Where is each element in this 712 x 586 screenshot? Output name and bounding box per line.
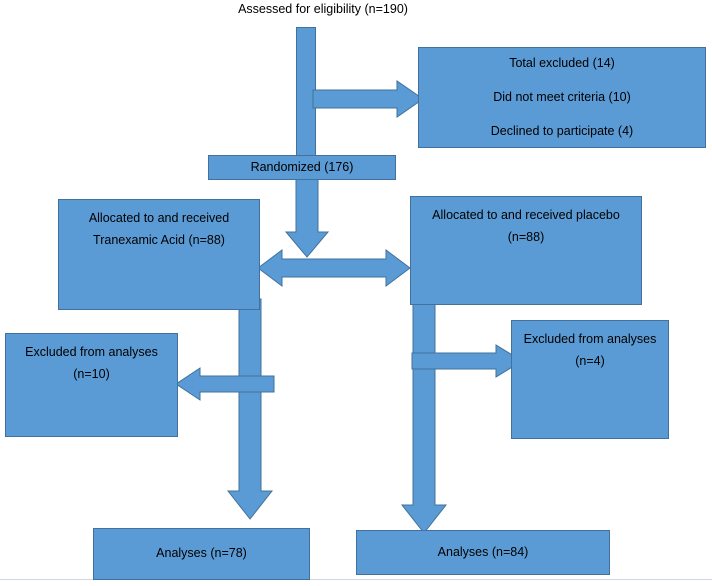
node-allocated-treatment[interactable]: Allocated to and received Tranexamic Aci… xyxy=(58,199,260,310)
allocated-treatment-line-2: Tranexamic Acid (n=88) xyxy=(93,233,225,248)
node-excluded-left[interactable]: Excluded from analyses (n=10) xyxy=(5,333,178,437)
allocated-treatment-line-1: Allocated to and received xyxy=(88,211,230,225)
excluded-total-line-3: Declined to participate (4) xyxy=(490,124,634,139)
arrow-to-excluded-total xyxy=(312,80,425,118)
arrow-left-branch-trunk xyxy=(226,298,274,520)
bottom-divider xyxy=(0,579,712,580)
analyses-left-label: Analyses (n=78) xyxy=(156,546,247,561)
node-allocated-placebo[interactable]: Allocated to and received placebo (n=88) xyxy=(410,196,642,305)
arrow-randomized-down xyxy=(284,177,330,258)
excluded-total-line-1: Total excluded (14) xyxy=(509,55,615,70)
arrow-right-branch-trunk xyxy=(400,298,448,534)
arrow-left-to-excluded xyxy=(175,367,275,401)
analyses-right-label: Analyses (n=84) xyxy=(437,544,529,559)
excluded-right-line-1: Excluded from analyses xyxy=(523,332,657,346)
node-excluded-right[interactable]: Excluded from analyses (n=4) xyxy=(511,320,669,439)
page-title: Assessed for eligibility (n=190) xyxy=(238,2,408,16)
arrow-allocation-split xyxy=(257,249,411,287)
excluded-total-line-2: Did not meet criteria (10) xyxy=(493,89,631,104)
excluded-right-line-2: (n=4) xyxy=(575,354,605,369)
randomized-label: Randomized (176) xyxy=(250,159,354,174)
excluded-left-line-2: (n=10) xyxy=(73,367,110,382)
excluded-left-line-1: Excluded from analyses xyxy=(25,345,158,359)
allocated-placebo-line-2: (n=88) xyxy=(507,230,545,245)
node-analyses-right[interactable]: Analyses (n=84) xyxy=(356,530,610,575)
node-analyses-left[interactable]: Analyses (n=78) xyxy=(93,528,310,580)
arrow-right-to-excluded xyxy=(411,344,523,378)
node-randomized[interactable]: Randomized (176) xyxy=(208,155,396,180)
allocated-placebo-line-1: Allocated to and received placebo xyxy=(432,208,620,222)
node-excluded-total[interactable]: Total excluded (14) Did not meet criteri… xyxy=(418,47,706,148)
